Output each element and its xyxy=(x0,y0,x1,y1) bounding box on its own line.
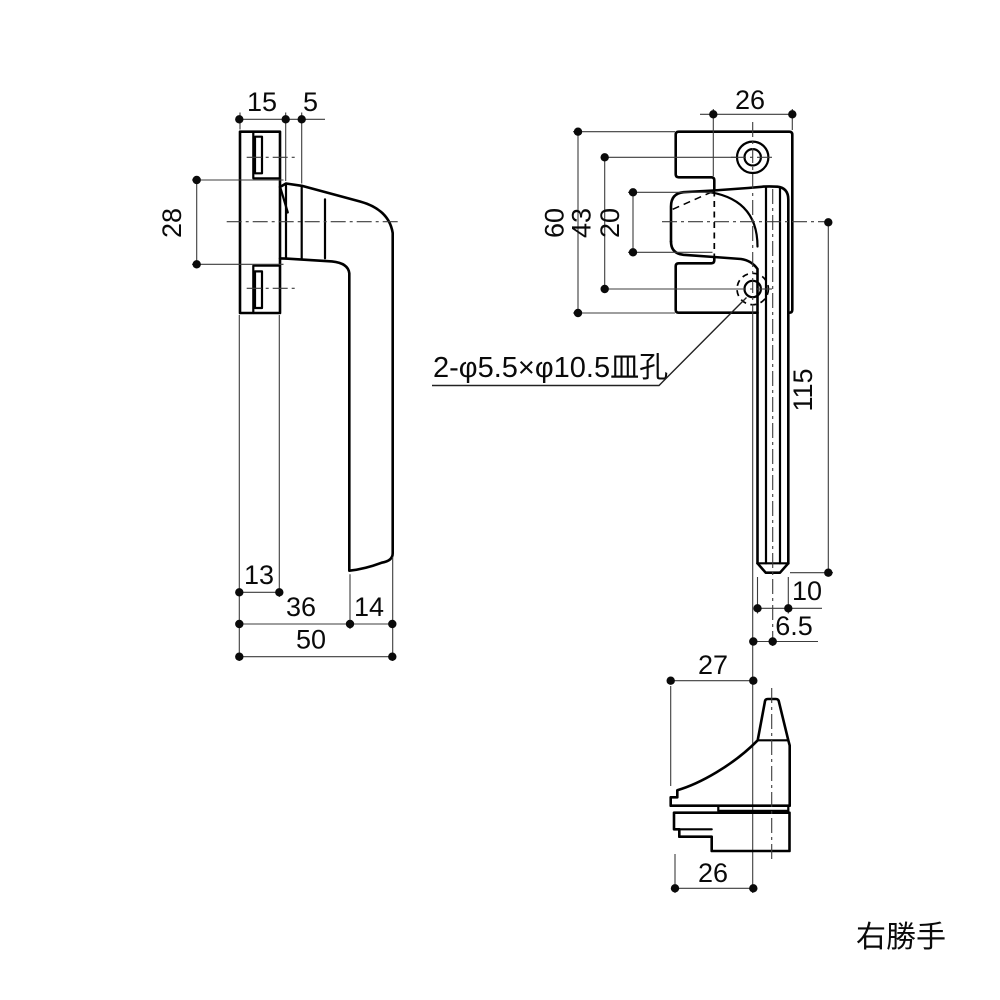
dim-label-26-top: 26 xyxy=(735,85,765,115)
ext-lines-43 xyxy=(600,156,736,290)
front-hub-lower xyxy=(669,240,759,565)
side-dim-dots xyxy=(192,115,397,661)
ext-lines-60 xyxy=(573,131,675,314)
dim-label-43: 43 xyxy=(567,208,597,238)
front-hub-fillet-arc xyxy=(702,190,759,248)
dim-label-10: 10 xyxy=(792,576,822,606)
ext-lines-bottom xyxy=(238,315,394,661)
dim-label-13: 13 xyxy=(244,560,274,590)
front-dim-dots xyxy=(573,110,833,646)
ext-lines-top xyxy=(239,112,303,184)
handedness-label: 右勝手 xyxy=(856,921,946,954)
dim-label-6-5: 6.5 xyxy=(775,611,813,641)
side-top-clip xyxy=(252,130,282,180)
hole-note-label: 2-φ5.5×φ10.5皿孔 xyxy=(433,352,668,384)
dim-label-28: 28 xyxy=(157,208,187,238)
side-top-clip-slot xyxy=(253,135,264,175)
dim-label-15: 15 xyxy=(247,87,277,117)
ext-lines-28 xyxy=(192,179,284,265)
dim-label-27: 27 xyxy=(698,650,728,680)
ext-lines-20 xyxy=(628,191,713,253)
dim-label-5: 5 xyxy=(303,87,318,117)
dim-label-115: 115 xyxy=(788,368,818,411)
dim-label-20: 20 xyxy=(595,208,625,238)
bottom-dim-dots xyxy=(666,676,758,893)
side-bottom-clip xyxy=(252,264,282,315)
dim-label-60: 60 xyxy=(540,208,570,238)
dim-label-36: 36 xyxy=(286,592,316,622)
dim-label-26-bottom: 26 xyxy=(698,858,728,888)
bottom-washer xyxy=(717,804,790,812)
front-plate-outline xyxy=(674,130,794,314)
bottom-body-outline xyxy=(669,697,791,807)
side-handle-outline xyxy=(278,182,394,572)
side-view: 15 5 28 13 36 14 50 xyxy=(157,87,399,661)
bottom-view: 27 26 xyxy=(666,650,791,893)
front-view: 26 60 43 20 115 10 6.5 2-φ5.5×φ10.5皿孔 xyxy=(432,85,833,893)
side-neck-chamfer xyxy=(279,187,289,214)
front-hub-hidden-diagonal xyxy=(672,191,712,210)
dim-label-14: 14 xyxy=(354,592,384,622)
side-plate-outline xyxy=(238,130,282,315)
side-bottom-clip-slot xyxy=(253,270,264,310)
hole-note-leader xyxy=(432,297,747,387)
dim-label-50: 50 xyxy=(296,625,326,655)
bottom-plate-outline xyxy=(672,811,791,853)
front-hub-upper xyxy=(669,185,790,565)
